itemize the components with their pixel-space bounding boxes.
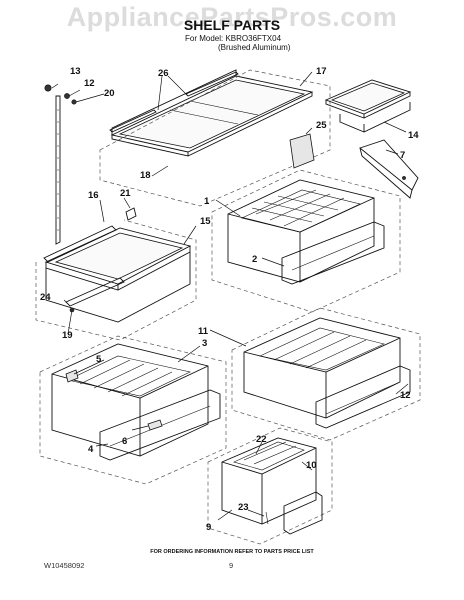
- callout-12: 12: [400, 390, 411, 401]
- callout-17: 16: [88, 190, 99, 201]
- document-number: W10458092: [44, 561, 85, 570]
- drawer-front-10: [283, 491, 323, 535]
- deli-drawer-large: [39, 335, 227, 485]
- callout-15: 14: [408, 130, 419, 141]
- callout-6: 6: [122, 436, 127, 447]
- callout-11: 11: [198, 326, 209, 337]
- vent-5: [65, 369, 79, 383]
- vertical-rail: [55, 95, 61, 245]
- clip-13: [64, 93, 70, 99]
- callout-18: 17: [316, 66, 327, 77]
- callout-14: 13: [70, 66, 81, 77]
- callout-16: 15: [200, 216, 211, 227]
- glass-shelf-large: [99, 69, 331, 207]
- callout-13: 12: [84, 78, 95, 89]
- screw-14: [44, 84, 52, 92]
- ordering-note: FOR ORDERING INFORMATION REFER TO PARTS …: [150, 549, 314, 555]
- shelf-rail-assembly: [44, 83, 105, 245]
- label-6: [147, 419, 163, 431]
- callout-24: 24: [40, 292, 51, 303]
- glass-shelf-small: [35, 197, 197, 341]
- screw-22: [71, 99, 77, 105]
- callout-1: 1: [204, 196, 210, 207]
- page-number: 9: [229, 561, 234, 570]
- callout-2: 2: [252, 254, 257, 265]
- callout-20: 19: [62, 330, 73, 341]
- callout-labels: 13 12 20 26 17 18 25 14 7 16 21 15 1 2 2…: [40, 66, 419, 533]
- small-drawer: [207, 427, 333, 545]
- callout-19: 18: [140, 170, 151, 181]
- bracket-21: [125, 207, 137, 221]
- model-line: For Model: KBRO36FTX04: [185, 34, 282, 43]
- callout-10: 10: [306, 460, 317, 471]
- small-glass-shelf-15: [324, 79, 412, 133]
- meat-drawer-large: [209, 307, 421, 441]
- callout-3: 3: [202, 338, 207, 349]
- callout-25: 26: [158, 68, 169, 79]
- callout-23-upper: 22: [256, 434, 267, 445]
- callout-26: 25: [316, 120, 327, 131]
- crisper-trim-7: [359, 139, 419, 199]
- page-title: SHELF PARTS: [183, 17, 281, 33]
- drawer-front-4: [99, 389, 221, 461]
- shelf-trim-17: [43, 225, 117, 263]
- divider-cover-26: [289, 127, 315, 169]
- model-variant: (Brushed Aluminum): [218, 43, 291, 52]
- callout-22: 20: [104, 88, 115, 99]
- callout-4: 4: [88, 444, 94, 455]
- callout-9: 9: [206, 522, 211, 533]
- callout-21: 21: [120, 188, 131, 199]
- watermark: AppliancePartsPros.com: [66, 2, 398, 32]
- shelf-trim-25-left: [109, 109, 157, 133]
- callout-7: 7: [400, 150, 405, 161]
- callout-23-lower: 23: [238, 502, 249, 513]
- drawer-front-12: [315, 365, 411, 429]
- crisper-drawer-upper: [211, 169, 401, 313]
- callout-5: 5: [96, 354, 102, 365]
- shelf-trim-20: [65, 277, 125, 307]
- crisper-cover-2: [281, 221, 385, 285]
